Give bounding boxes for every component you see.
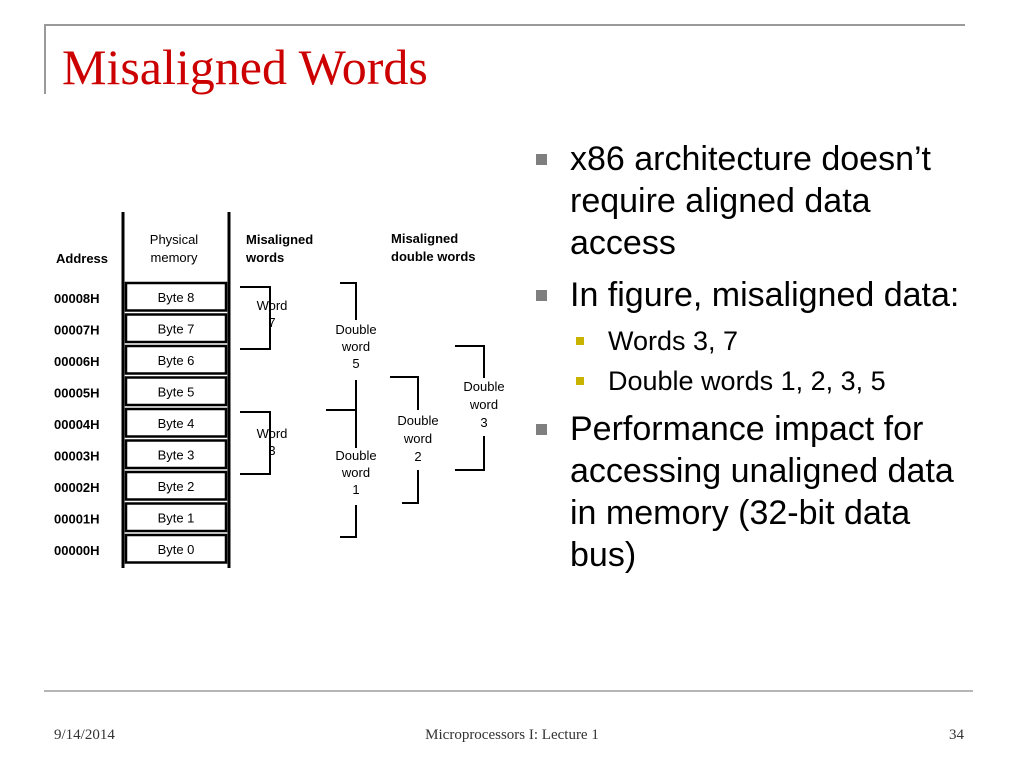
word7-label-2: 7 (268, 315, 275, 330)
bullet-text: In figure, misaligned data: (570, 276, 960, 314)
address-label: 00000H (54, 543, 100, 558)
address-label: 00004H (54, 417, 100, 432)
memory-cell (124, 533, 228, 564)
header-physical-2: memory (151, 250, 198, 265)
square-bullet-icon (536, 290, 547, 301)
dword2-bracket (390, 376, 419, 504)
memory-figure: Address Physical memory Misaligned words… (50, 170, 520, 590)
dword3-bracket (455, 345, 485, 471)
word3-label-2: 3 (268, 443, 275, 458)
memory-cell (124, 502, 228, 533)
address-label: 00008H (54, 291, 100, 306)
header-address: Address (56, 251, 108, 266)
header-dwords-2: double words (391, 249, 476, 264)
word7-bracket (240, 286, 271, 350)
dword5-label-1: Double (335, 322, 376, 337)
dword2-label-2: word (403, 431, 432, 446)
word7-label-1: Word (257, 298, 288, 313)
byte-label: Byte 8 (158, 290, 195, 305)
memory-cells: Byte 8 00008H Byte 7 00007H Byte 6 00006H Byte… (54, 281, 228, 564)
memory-cell (124, 470, 228, 501)
footer-course: Microprocessors I: Lecture 1 (425, 727, 599, 743)
frame-top-line (44, 24, 965, 26)
address-label: 00006H (54, 354, 100, 369)
sub-bullet-text: Words 3, 7 (608, 326, 739, 356)
dword3-label-2: word (469, 397, 498, 412)
dword5-label-2: word (341, 339, 370, 354)
memory-cell (124, 439, 228, 470)
address-label: 00003H (54, 449, 100, 464)
dword3-label-3: 3 (480, 415, 487, 430)
sub-bullet-item: Double words 1, 2, 3, 5 (530, 364, 970, 398)
memory-diagram: Address Physical memory Misaligned words… (54, 212, 505, 568)
byte-label: Byte 3 (158, 448, 195, 463)
byte-label: Byte 5 (158, 385, 195, 400)
memory-cell (124, 376, 228, 407)
bullet-text: Performance impact for accessing unalign… (570, 410, 954, 574)
bullet-list: x86 architecture doesn’t require aligned… (530, 136, 970, 576)
square-bullet-icon (536, 424, 547, 435)
bullet-item: In figure, misaligned data: (530, 274, 970, 316)
header-dwords-1: Misaligned (391, 231, 458, 246)
address-label: 00005H (54, 386, 100, 401)
header-words-2: words (245, 250, 284, 265)
word3-label-1: Word (257, 426, 288, 441)
frame-left-line (44, 24, 46, 94)
byte-label: Byte 0 (158, 542, 195, 557)
bullet-text: x86 architecture doesn’t require aligned… (570, 140, 931, 262)
square-sub-bullet-icon (576, 377, 584, 385)
byte-label: Byte 4 (158, 416, 195, 431)
sub-bullet-text: Double words 1, 2, 3, 5 (608, 366, 886, 396)
memory-cell (124, 344, 228, 375)
page-number: 34 (949, 727, 964, 743)
dword2-label-3: 2 (414, 449, 421, 464)
bullet-item: x86 architecture doesn’t require aligned… (530, 138, 970, 264)
footer-date: 9/14/2014 (54, 727, 115, 743)
bullet-item: Performance impact for accessing unalign… (530, 408, 970, 576)
word3-bracket (240, 411, 271, 475)
dword3-label-1: Double (463, 379, 504, 394)
address-label: 00002H (54, 480, 100, 495)
dword1-label-3: 1 (352, 482, 359, 497)
memory-cell (124, 313, 228, 344)
address-label: 00007H (54, 323, 100, 338)
header-words-1: Misaligned (246, 232, 313, 247)
memory-cell (124, 281, 228, 312)
sub-bullet-item: Words 3, 7 (530, 324, 970, 358)
byte-label: Byte 1 (158, 511, 195, 526)
slide-title: Misaligned Words (62, 39, 428, 95)
byte-label: Byte 6 (158, 353, 195, 368)
dword1-bracket (326, 409, 357, 538)
header-physical-1: Physical (150, 232, 199, 247)
square-bullet-icon (536, 154, 547, 165)
dword1-label-2: word (341, 465, 370, 480)
memory-cell (124, 407, 228, 438)
dword5-label-3: 5 (352, 356, 359, 371)
footer-divider (44, 690, 973, 692)
address-label: 00001H (54, 512, 100, 527)
byte-label: Byte 7 (158, 322, 195, 337)
dword1-label-1: Double (335, 448, 376, 463)
square-sub-bullet-icon (576, 337, 584, 345)
dword2-label-1: Double (397, 413, 438, 428)
byte-label: Byte 2 (158, 479, 195, 494)
